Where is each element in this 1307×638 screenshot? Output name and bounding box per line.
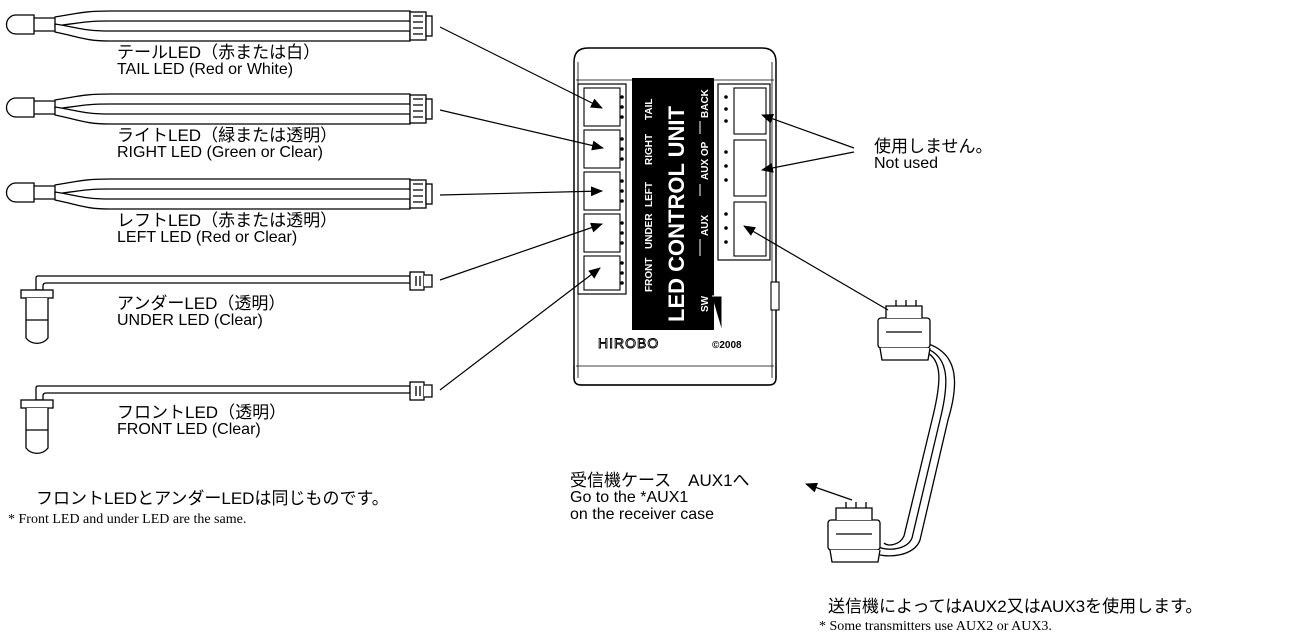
- under-led-label-jp: アンダーLED（透明）: [117, 294, 286, 313]
- port-label-right: RIGHT: [644, 134, 655, 165]
- front-led-cable: [20, 381, 433, 454]
- left-led-cable: [5, 178, 433, 210]
- tail-led-label: テールLED（赤または白） TAIL LED (Red or White): [117, 44, 320, 78]
- front-led-label-jp: フロントLED（透明）: [117, 403, 287, 422]
- left-led-label: レフトLED（赤または透明） LEFT LED (Red or Clear): [117, 212, 337, 246]
- tail-led-label-jp: テールLED（赤または白）: [117, 43, 321, 62]
- under-led-cable: [20, 271, 433, 344]
- left-led-label-jp: レフトLED（赤または透明）: [117, 211, 338, 230]
- tail-led-label-en: TAIL LED (Red or White): [117, 61, 294, 78]
- port-label-left: LEFT: [644, 182, 655, 207]
- port-label-tail: TAIL: [644, 99, 655, 120]
- tail-led-cable: [5, 10, 433, 42]
- front-under-note-en: * Front LED and under LED are the same.: [8, 512, 247, 527]
- port-label-aux-op: AUX OP: [700, 141, 711, 180]
- not-used-label: 使用しません。 Not used: [874, 138, 993, 172]
- connection-arrows: [439, 26, 889, 501]
- right-led-cable: [5, 93, 433, 125]
- port-label-under: UNDER: [644, 213, 655, 249]
- right-led-label: ライトLED（緑または透明） RIGHT LED (Green or Clear…: [117, 127, 337, 161]
- aux-cable: [827, 300, 956, 563]
- right-led-label-jp: ライトLED（緑または透明）: [117, 126, 338, 145]
- front-led-label-en: FRONT LED (Clear): [117, 421, 261, 438]
- receiver-label: 受信機ケース AUX1へ Go to the *AUX1 on the rece…: [570, 472, 750, 523]
- copyright-text: ©2008: [712, 340, 742, 351]
- receiver-label-en2: on the receiver case: [570, 506, 715, 523]
- aux-note: 送信機によってはAUX2又はAUX3を使用します。: [828, 598, 1202, 615]
- brand-logo: HIROBO: [598, 335, 659, 351]
- left-led-label-en: LEFT LED (Red or Clear): [117, 229, 298, 246]
- receiver-label-en1: Go to the *AUX1: [570, 489, 689, 506]
- port-label-front: FRONT: [644, 258, 655, 292]
- under-led-label-en: UNDER LED (Clear): [117, 312, 263, 329]
- led-control-unit: [573, 47, 780, 386]
- under-led-label: アンダーLED（透明） UNDER LED (Clear): [117, 295, 285, 329]
- aux-note-en: * Some transmitters use AUX2 or AUX3.: [819, 619, 1052, 634]
- not-used-label-en: Not used: [874, 155, 939, 172]
- switch-label: SW: [700, 295, 711, 312]
- front-under-note-jp: フロントLEDとアンダーLEDは同じものです。: [36, 489, 389, 508]
- right-led-label-en: RIGHT LED (Green or Clear): [117, 144, 323, 161]
- front-under-note: フロントLEDとアンダーLEDは同じものです。: [36, 490, 389, 507]
- not-used-label-jp: 使用しません。: [874, 137, 993, 156]
- receiver-label-jp: 受信機ケース AUX1へ: [570, 471, 750, 490]
- unit-title: LED CONTROL UNIT: [664, 106, 689, 322]
- front-led-label: フロントLED（透明） FRONT LED (Clear): [117, 404, 286, 438]
- port-label-aux: AUX: [700, 215, 711, 236]
- port-label-back: BACK: [700, 88, 711, 118]
- aux-note-jp: 送信機によってはAUX2又はAUX3を使用します。: [828, 597, 1203, 616]
